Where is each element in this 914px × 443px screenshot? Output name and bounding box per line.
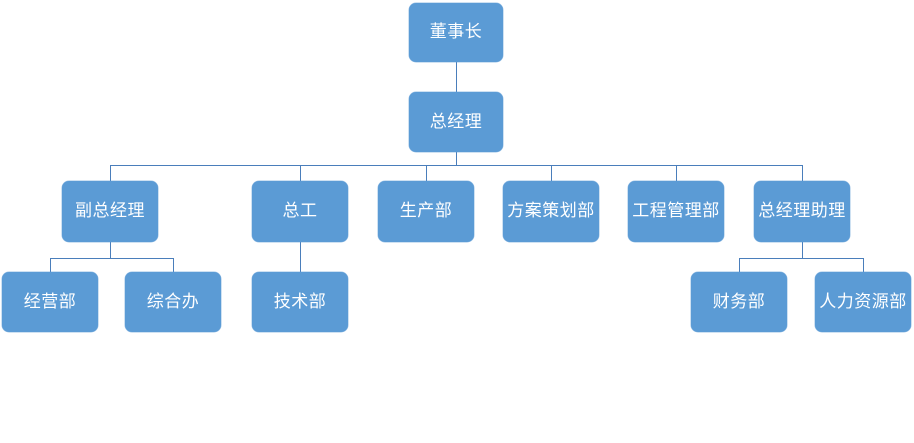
connector-c-drop-general-off: [173, 258, 174, 272]
connector-c-drop-gm-assist: [802, 165, 803, 181]
connector-c-drop-finance: [739, 258, 740, 272]
node-chairman[interactable]: 董事长: [409, 3, 503, 62]
node-label-gm: 总经理: [429, 111, 483, 132]
node-production[interactable]: 生产部: [378, 181, 474, 242]
connector-c-drop-operations: [50, 258, 51, 272]
node-label-gm-assist: 总经理助理: [758, 201, 846, 222]
connector-c-deputy-bus: [50, 258, 173, 259]
node-label-technology: 技术部: [273, 291, 327, 312]
connector-c-chief-technology: [300, 242, 301, 272]
node-label-production: 生产部: [399, 201, 453, 222]
connector-c-assist-bus: [739, 258, 863, 259]
node-label-engineering: 工程管理部: [632, 201, 720, 222]
connector-c-drop-chief-eng: [300, 165, 301, 181]
node-deputy-gm[interactable]: 副总经理: [62, 181, 158, 242]
node-label-hr: 人力资源部: [819, 291, 907, 312]
connector-c-drop-planning: [551, 165, 552, 181]
node-gm[interactable]: 总经理: [409, 92, 503, 152]
node-planning[interactable]: 方案策划部: [503, 181, 599, 242]
node-label-operations: 经营部: [23, 291, 77, 312]
node-operations[interactable]: 经营部: [2, 272, 98, 332]
node-label-finance: 财务部: [712, 291, 766, 312]
connector-c-drop-hr: [863, 258, 864, 272]
connector-c-drop-deputy-gm: [110, 165, 111, 181]
node-label-chairman: 董事长: [429, 22, 483, 43]
connector-c-deputy-stem: [110, 242, 111, 258]
node-technology[interactable]: 技术部: [252, 272, 348, 332]
node-label-deputy-gm: 副总经理: [75, 201, 145, 222]
connector-c-chairman-gm: [456, 62, 457, 92]
node-engineering[interactable]: 工程管理部: [628, 181, 724, 242]
connector-c-drop-production: [426, 165, 427, 181]
connector-c-drop-engineering: [676, 165, 677, 181]
connector-c-gm-stem: [456, 152, 457, 165]
node-finance[interactable]: 财务部: [691, 272, 787, 332]
node-gm-assist[interactable]: 总经理助理: [754, 181, 850, 242]
node-label-planning: 方案策划部: [507, 201, 595, 222]
node-label-general-off: 综合办: [146, 291, 200, 312]
node-general-off[interactable]: 综合办: [125, 272, 221, 332]
node-hr[interactable]: 人力资源部: [815, 272, 911, 332]
connector-c-level3-bus: [110, 165, 802, 166]
connector-c-assist-stem: [802, 242, 803, 258]
node-label-chief-eng: 总工: [282, 201, 318, 222]
node-chief-eng[interactable]: 总工: [252, 181, 348, 242]
